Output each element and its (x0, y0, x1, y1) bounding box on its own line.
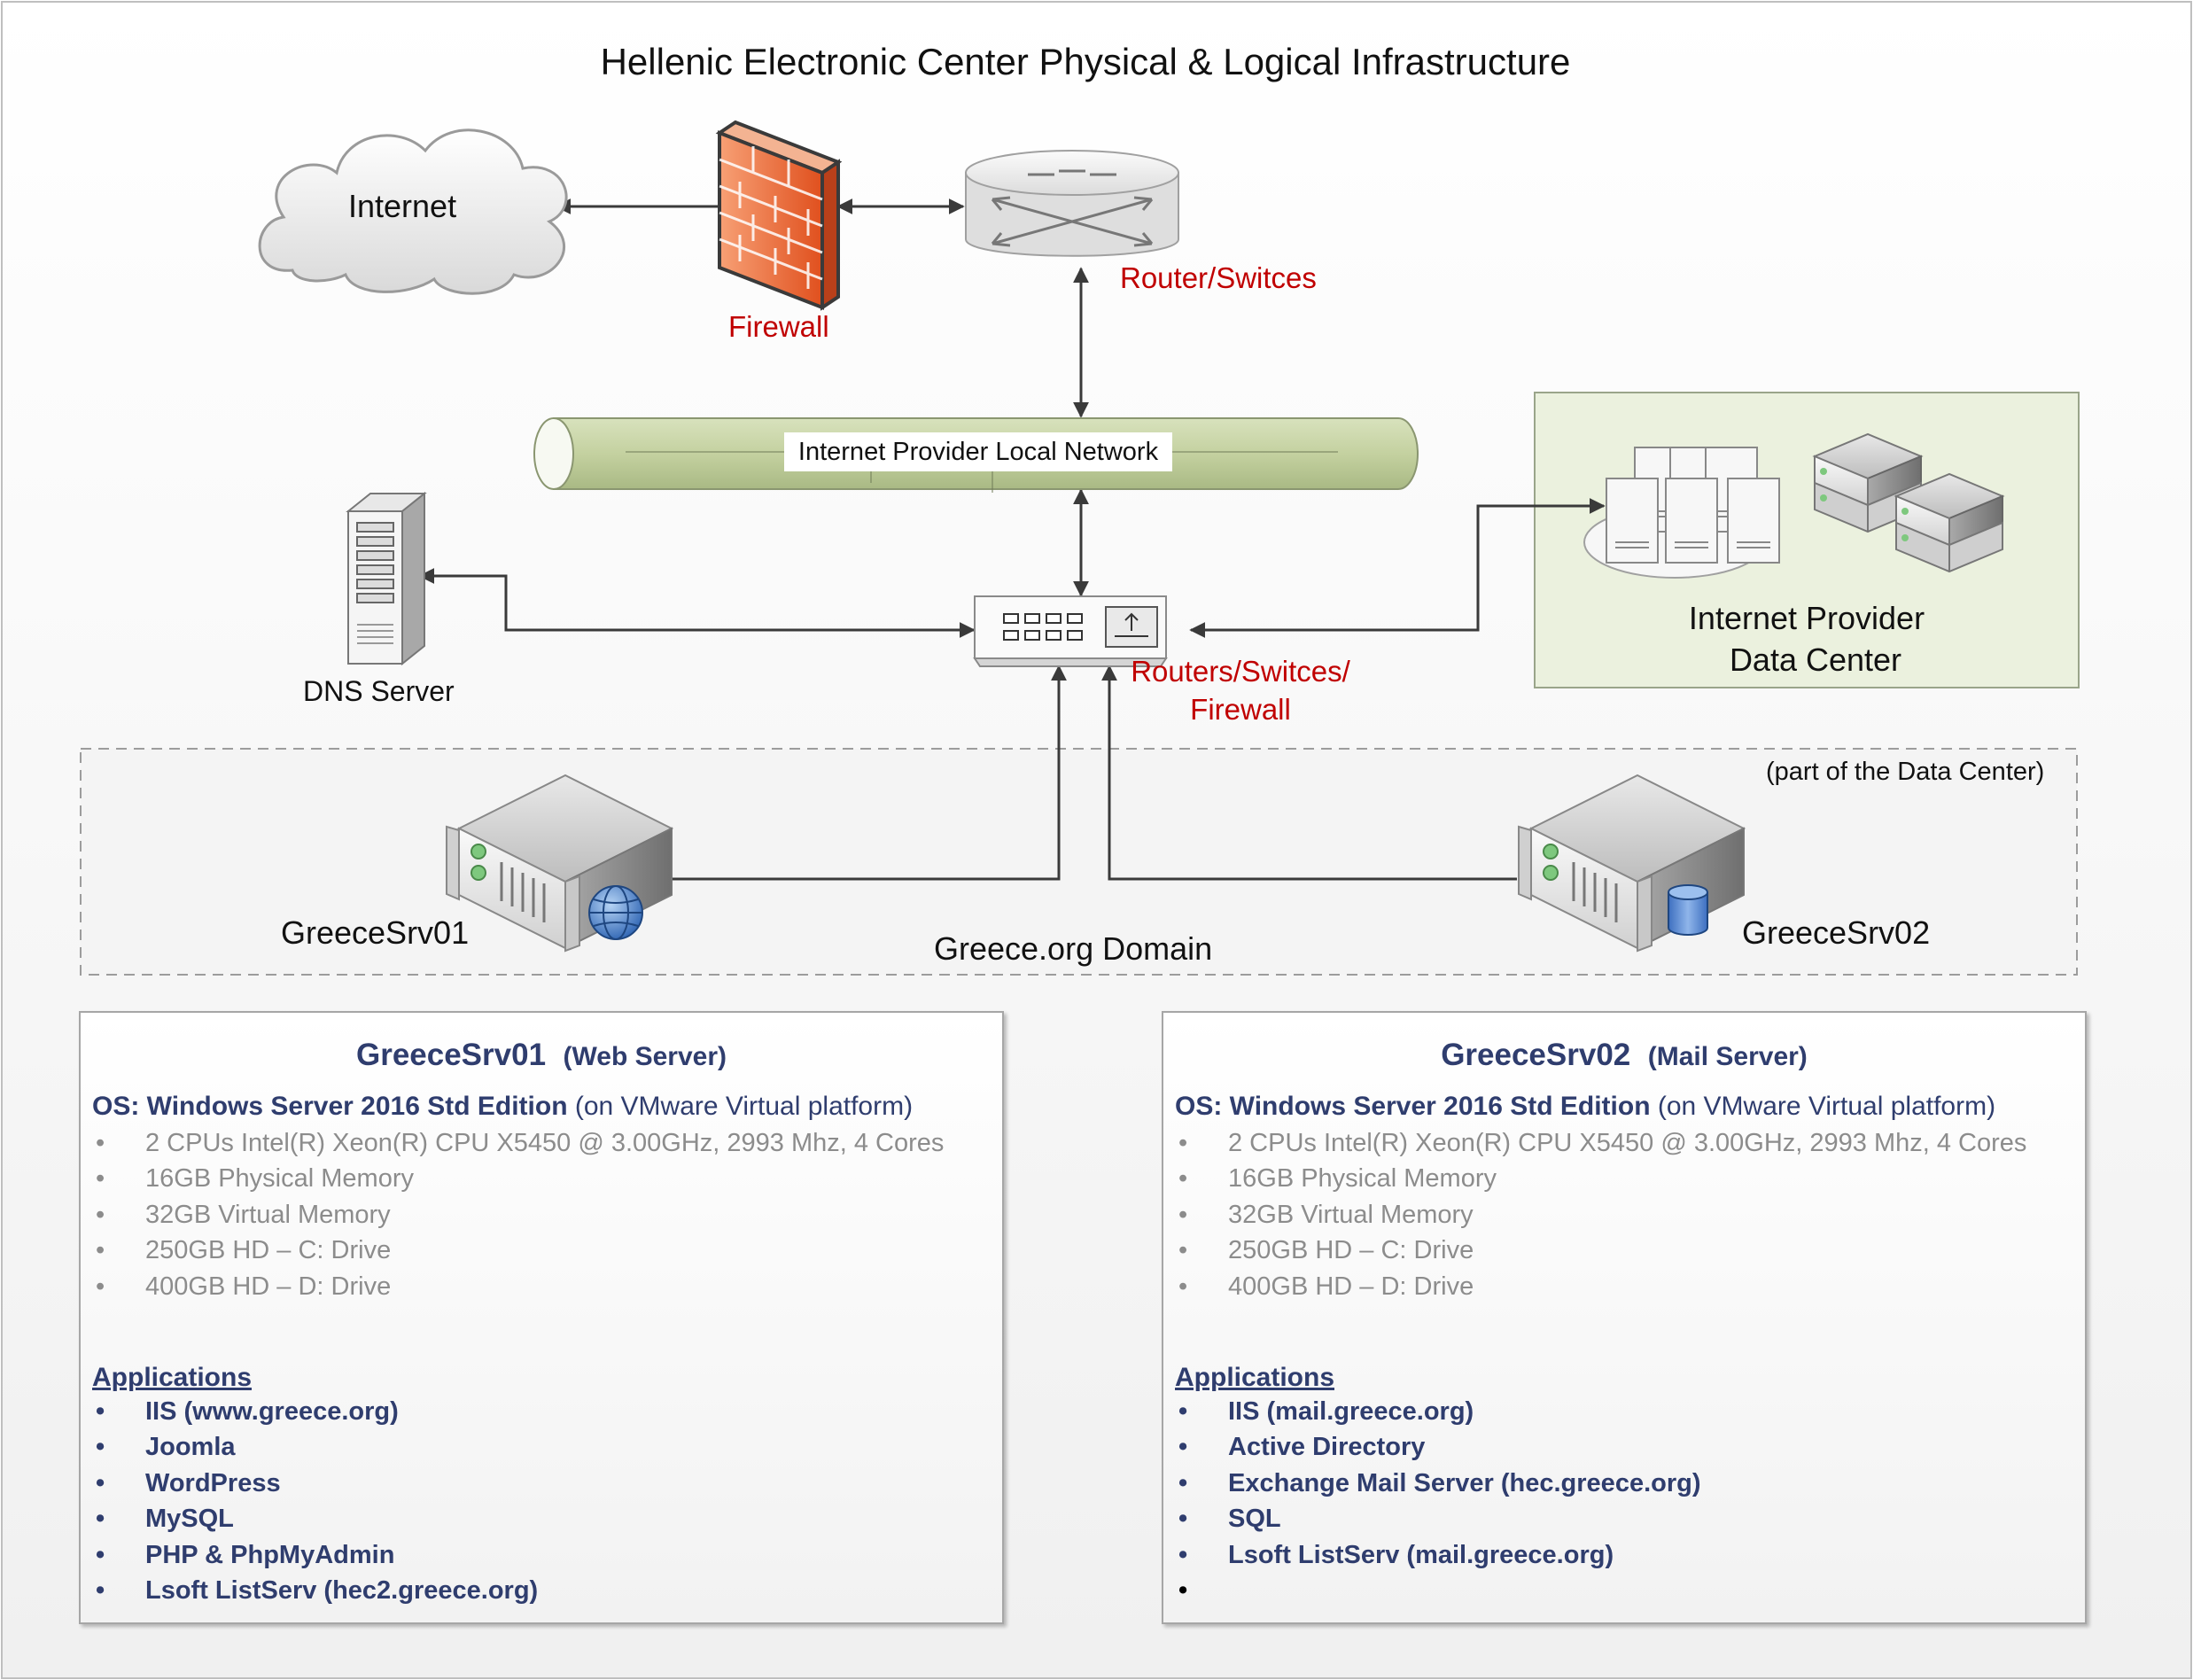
spec-item: •32GB Virtual Memory (96, 1200, 391, 1229)
datacenter-label-line1: Internet Provider (1688, 600, 1925, 636)
server-info-box-srv02: GreeceSrv02 (Mail Server) OS: Windows Se… (1162, 1011, 2087, 1624)
application-item: •WordPress (96, 1468, 281, 1497)
server-info-box-srv01: GreeceSrv01 (Web Server) OS: Windows Ser… (79, 1011, 1004, 1624)
server-heading: GreeceSrv01 (Web Server) (81, 1039, 1002, 1070)
diagram-title: Hellenic Electronic Center Physical & Lo… (600, 41, 1571, 82)
application-item: •IIS (www.greece.org) (96, 1397, 399, 1426)
server-name: GreeceSrv02 (1441, 1038, 1631, 1072)
application-item: •MySQL (96, 1505, 234, 1534)
spec-item: •2 CPUs Intel(R) Xeon(R) CPU X5450 @ 3.0… (96, 1129, 945, 1157)
os-line: OS: Windows Server 2016 Std Edition (on … (1175, 1093, 1995, 1120)
application-list: •IIS (www.greece.org) •Joomla •WordPress… (92, 1394, 538, 1608)
application-item: •PHP & PhpMyAdmin (96, 1540, 395, 1569)
spec-list: •2 CPUs Intel(R) Xeon(R) CPU X5450 @ 3.0… (92, 1125, 944, 1304)
server-role: (Mail Server) (1647, 1042, 1808, 1071)
cloud-icon (258, 128, 568, 295)
datacenter-note: (part of the Data Center) (1766, 758, 2045, 786)
firewall-icon (715, 120, 843, 311)
web-server-icon (445, 774, 673, 953)
os-platform: (on VMware Virtual platform) (1650, 1092, 1996, 1121)
spec-item: •2 CPUs Intel(R) Xeon(R) CPU X5450 @ 3.0… (1178, 1129, 2027, 1157)
spec-item: •16GB Physical Memory (96, 1164, 414, 1194)
globe-icon (588, 885, 643, 940)
spec-list: •2 CPUs Intel(R) Xeon(R) CPU X5450 @ 3.0… (1175, 1125, 2026, 1304)
os-name: OS: Windows Server 2016 Std Edition (92, 1092, 568, 1121)
core-switch-icon (973, 595, 1168, 667)
core-router-label-line2: Firewall (1190, 693, 1291, 726)
database-icon (1668, 884, 1708, 936)
application-item: •Lsoft ListServ (hec2.greece.org) (96, 1575, 539, 1605)
os-line: OS: Windows Server 2016 Std Edition (on … (92, 1093, 913, 1120)
local-network-label: Internet Provider Local Network (797, 438, 1159, 466)
application-item: •SQL (1178, 1505, 1281, 1534)
spec-item: •32GB Virtual Memory (1178, 1200, 1474, 1229)
internet-label: Internet (348, 188, 457, 224)
spec-item: •250GB HD – C: Drive (1178, 1236, 1474, 1265)
dns-server-icon (346, 491, 427, 666)
applications-heading: Applications (92, 1363, 253, 1392)
datacenter-panel (1534, 392, 2080, 688)
server-heading: GreeceSrv02 (Mail Server) (1163, 1039, 2085, 1070)
firewall-label: Firewall (728, 310, 829, 343)
spec-item: •400GB HD – D: Drive (96, 1272, 392, 1301)
mail-server-icon (1517, 774, 1746, 953)
server-role: (Web Server) (563, 1042, 727, 1071)
os-name: OS: Windows Server 2016 Std Edition (1175, 1092, 1651, 1121)
datacenter-label-line2: Data Center (1729, 642, 1902, 678)
application-item: •Lsoft ListServ (mail.greece.org) (1178, 1540, 1614, 1569)
application-item-empty: • (1178, 1575, 1188, 1605)
application-item: •Joomla (96, 1433, 236, 1462)
core-router-label-line1: Routers/Switces/ (1131, 655, 1350, 688)
dns-label: DNS Server (303, 675, 455, 707)
router-label: Router/Switces (1120, 261, 1317, 294)
router-icon (965, 150, 1179, 257)
spec-item: •16GB Physical Memory (1178, 1164, 1497, 1194)
domain-label: Greece.org Domain (934, 930, 1213, 967)
server-name: GreeceSrv01 (355, 1038, 547, 1072)
application-list: •IIS (mail.greece.org) •Active Directory… (1175, 1394, 1701, 1608)
spec-item: •250GB HD – C: Drive (96, 1236, 392, 1265)
os-platform: (on VMware Virtual platform) (567, 1092, 914, 1121)
application-item: •Exchange Mail Server (hec.greece.org) (1178, 1468, 1701, 1497)
srv2-label: GreeceSrv02 (1742, 914, 1931, 951)
applications-heading: Applications (1175, 1363, 1335, 1392)
application-item: •Active Directory (1178, 1433, 1426, 1462)
network-pipe-icon (533, 417, 1419, 493)
srv1-label: GreeceSrv01 (281, 914, 470, 951)
application-item: •IIS (mail.greece.org) (1178, 1397, 1474, 1426)
spec-item: •400GB HD – D: Drive (1178, 1272, 1474, 1301)
